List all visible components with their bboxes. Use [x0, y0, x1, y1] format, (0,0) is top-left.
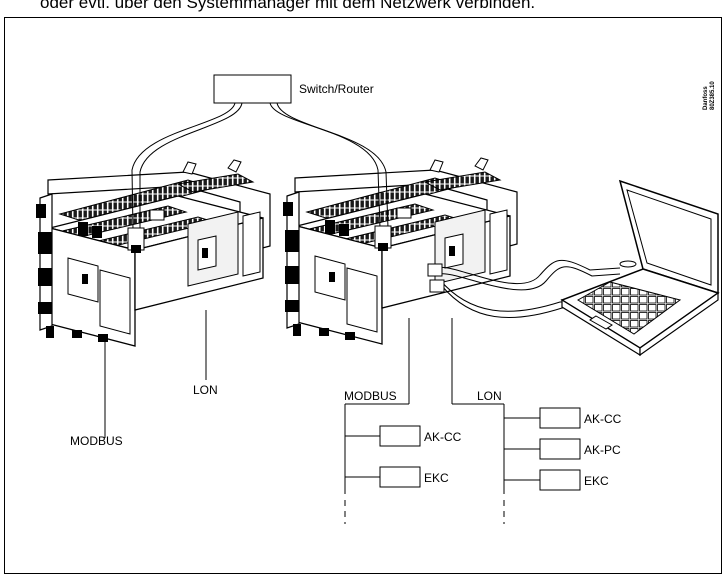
svg-text:Danfoss: Danfoss: [703, 86, 709, 110]
caption-text: oder evtl. über den Systemmanager mit de…: [40, 0, 536, 12]
lon-device-label: AK-CC: [584, 412, 622, 426]
lon-device-label: AK-PC: [584, 443, 621, 457]
switch-router-box: [213, 74, 292, 104]
lon-device-box: [539, 438, 581, 460]
controller-right: [282, 157, 518, 345]
right-modbus-label: MODBUS: [344, 389, 397, 403]
laptop-cable: [437, 260, 621, 318]
laptop-icon: [560, 179, 720, 357]
switch-router-label: Switch/Router: [299, 82, 374, 96]
modbus-device-label: AK-CC: [424, 430, 462, 444]
lon-device-box: [539, 469, 581, 491]
lon-device-box: [539, 407, 581, 429]
left-modbus-label: MODBUS: [70, 434, 123, 448]
right-lon-label: LON: [477, 389, 502, 403]
svg-text:80Z385.10: 80Z385.10: [710, 81, 716, 110]
left-lon-label: LON: [193, 383, 218, 397]
modbus-device-box: [379, 425, 421, 447]
figure-frame: [4, 17, 722, 574]
document-id: Danfoss 80Z385.10: [703, 81, 716, 110]
ethernet-cables: [131, 102, 389, 231]
modbus-device-box: [379, 466, 421, 488]
controller-left: [35, 159, 271, 347]
modbus-device-label: EKC: [424, 471, 449, 485]
lon-device-label: EKC: [584, 474, 609, 488]
